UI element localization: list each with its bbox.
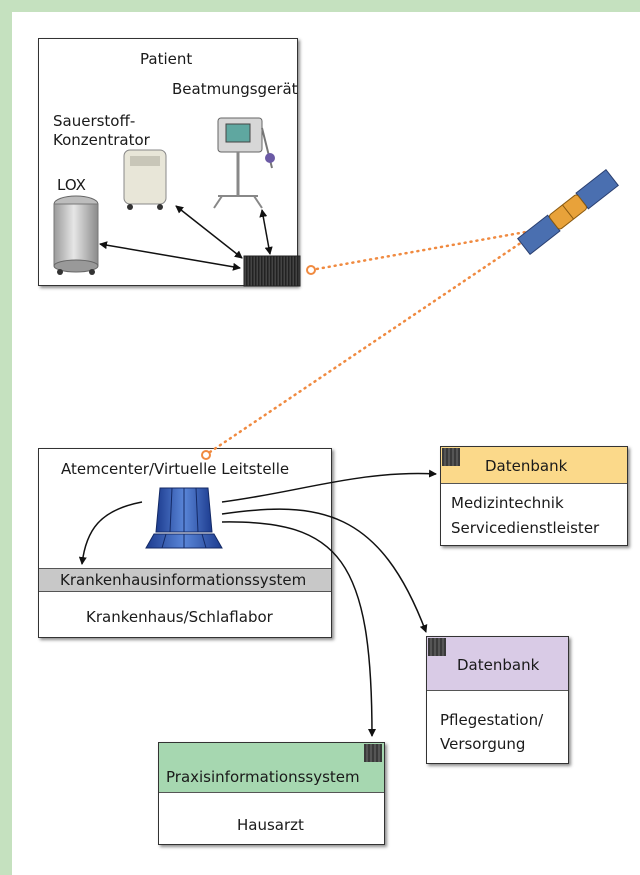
- link-ventilator-hub: [259, 209, 273, 255]
- medtech-label-line1: Medizintechnik: [451, 494, 564, 512]
- link-concentrator-hub: [175, 205, 243, 259]
- practice-label: Hausarzt: [237, 816, 304, 834]
- concentrator-label-line1: Sauerstoff-: [53, 112, 136, 130]
- hospital-label: Krankenhaus/Schlaflabor: [86, 608, 273, 626]
- link-atemcenter-practice: [221, 521, 376, 737]
- kis-label: Krankenhausinformationssystem: [60, 571, 307, 589]
- server-icon: [145, 487, 223, 549]
- patient-title: Patient: [140, 50, 193, 68]
- lox-tank-icon: [53, 195, 99, 275]
- oxygen-concentrator-icon: [123, 149, 167, 210]
- wireless-link-patient-satellite: [309, 228, 539, 272]
- care-database-header: [427, 637, 568, 691]
- link-atemcenter-medtech: [221, 469, 437, 503]
- link-lox-hub: [99, 241, 241, 271]
- concentrator-label-line2: Konzentrator: [53, 131, 150, 149]
- practice-header-label: Praxisinformationssystem: [166, 768, 360, 786]
- medtech-database-corner: [442, 448, 460, 466]
- patient-antenna-node: [306, 265, 316, 275]
- ventilator-icon: [213, 117, 275, 209]
- wireless-link-satellite-atemcenter: [208, 230, 539, 454]
- medtech-database-header: [441, 447, 627, 484]
- medtech-label-line2: Servicedienstleister: [451, 519, 600, 537]
- care-database-corner: [428, 638, 446, 656]
- kis-band: [39, 568, 331, 592]
- satellite-icon: [517, 168, 619, 256]
- care-label-line2: Versorgung: [440, 735, 526, 753]
- link-atemcenter-care: [221, 508, 428, 633]
- atemcenter-title: Atemcenter/Virtuelle Leitstelle: [61, 460, 290, 478]
- medtech-database-header-label: Datenbank: [485, 457, 568, 475]
- practice-corner: [364, 744, 382, 762]
- lox-label: LOX: [57, 176, 86, 194]
- practice-header: [159, 743, 384, 793]
- care-database-header-label: Datenbank: [457, 656, 540, 674]
- link-atemcenter-kis: [78, 501, 143, 565]
- ventilator-label: Beatmungsgerät: [172, 80, 298, 98]
- care-label-line1: Pflegestation/: [440, 711, 544, 729]
- patient-hub-device: [243, 255, 301, 287]
- atemcenter-antenna-node: [201, 450, 211, 460]
